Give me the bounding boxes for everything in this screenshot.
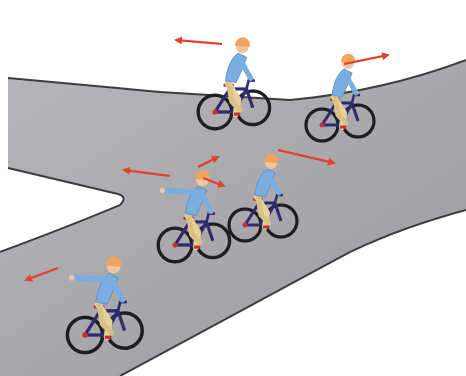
- hand: [160, 188, 165, 193]
- rear-reflector: [212, 109, 217, 114]
- rear-reflector: [172, 242, 177, 247]
- signal-arm: [74, 278, 107, 280]
- rear-reflector: [320, 123, 325, 128]
- hand: [69, 275, 75, 281]
- rear-reflector: [82, 332, 88, 338]
- rear-reflector: [243, 223, 248, 228]
- signal-arm: [165, 190, 197, 192]
